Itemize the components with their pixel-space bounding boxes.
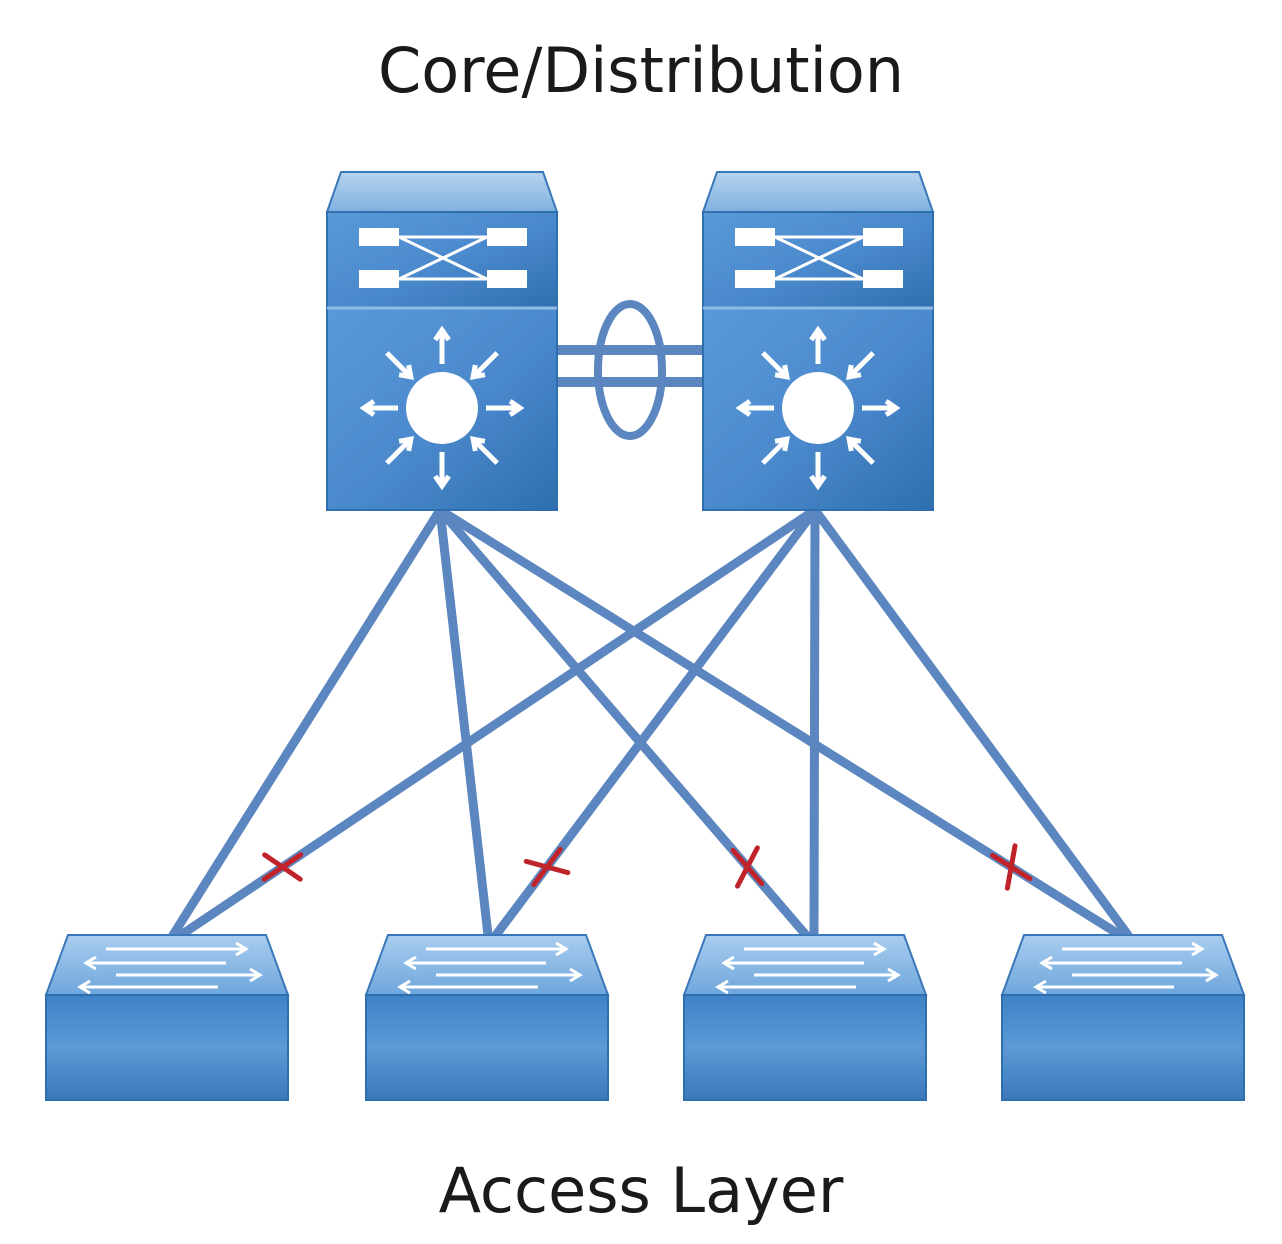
multilayer-switch-icon (325, 171, 559, 511)
blocked-port-mark-icon (523, 846, 571, 888)
access-switch-2[interactable] (364, 934, 610, 1101)
blocked-port-marks (261, 843, 1033, 891)
etherchannel-bundle-icon (594, 300, 666, 440)
blocked-port-mark-icon (990, 843, 1033, 891)
core-switch-left[interactable] (325, 171, 559, 511)
access-switch-4[interactable] (1000, 934, 1246, 1101)
uplink-core-switch-right-to-access-switch-4 (810, 505, 1133, 940)
uplink-core-switch-left-to-access-switch-2 (435, 505, 493, 940)
uplink-core-switch-left-to-access-switch-1 (168, 505, 445, 940)
workgroup-switch-icon (364, 934, 610, 1101)
etherchannel-bundle (557, 300, 703, 440)
device-group (44, 171, 1246, 1101)
access-switch-3[interactable] (682, 934, 928, 1101)
workgroup-switch-icon (682, 934, 928, 1101)
uplink-core-switch-right-to-access-switch-3 (809, 505, 820, 940)
workgroup-switch-icon (1000, 934, 1246, 1101)
workgroup-switch-icon (44, 934, 290, 1101)
blocked-port-mark-icon (261, 852, 304, 882)
core-distribution-label: Core/Distribution (377, 34, 905, 107)
multilayer-switch-icon (701, 171, 935, 511)
access-switch-1[interactable] (44, 934, 290, 1101)
blocked-port-mark-icon (730, 845, 765, 889)
access-layer-label: Access Layer (438, 1154, 844, 1227)
core-switch-right[interactable] (701, 171, 935, 511)
uplink-group (168, 505, 1133, 940)
